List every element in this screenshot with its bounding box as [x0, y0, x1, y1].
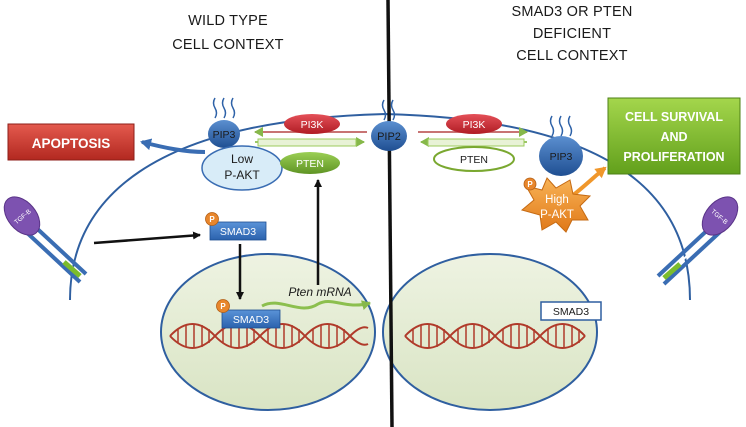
survival-box: CELL SURVIVAL AND PROLIFERATION — [607, 97, 741, 175]
pten-right-label: PTEN — [460, 154, 488, 166]
pten-left: PTEN — [280, 152, 340, 174]
header-right-line-2: DEFICIENT — [533, 26, 611, 42]
low-pakt-line-1: Low — [231, 152, 253, 166]
pip2: PIP2 — [371, 99, 407, 151]
conversion-arrows-right — [418, 127, 528, 147]
header-deficient: SMAD3 OR PTEN DEFICIENT CELL CONTEXT — [511, 4, 632, 64]
pi3k-left: PI3K — [284, 114, 340, 134]
header-wild-type: WILD TYPE CELL CONTEXT — [172, 13, 283, 53]
pten-left-label: PTEN — [296, 158, 324, 170]
smad3-nucleus-phospho: P — [220, 302, 226, 311]
high-pakt: High P-AKT P — [520, 177, 592, 233]
apoptosis-label: APOPTOSIS — [32, 136, 111, 151]
high-pakt-phospho: P — [527, 180, 533, 189]
tgfb-receptor-left: TGF-B — [3, 196, 88, 284]
smad3-nucleus-label: SMAD3 — [233, 314, 269, 326]
low-pakt: Low P-AKT — [201, 145, 283, 191]
pip3-right-label: PIP3 — [550, 151, 573, 163]
pip3-left-label: PIP3 — [213, 129, 236, 141]
survival-label-line-1: CELL SURVIVAL — [625, 110, 723, 124]
smad3-cytoplasm-phospho: P — [209, 215, 215, 224]
conversion-arrows-left — [254, 127, 367, 147]
pten-mrna-label: Pten mRNA — [288, 285, 351, 299]
pten-right: PTEN — [433, 146, 515, 172]
arrow-to-apoptosis — [140, 138, 206, 154]
smad3-right-label: SMAD3 — [553, 306, 589, 318]
dna-right — [404, 323, 586, 349]
dna-left — [169, 323, 369, 349]
apoptosis-box: APOPTOSIS — [7, 123, 135, 161]
pi3k-right-label: PI3K — [463, 119, 486, 131]
header-left-line-1: WILD TYPE — [188, 13, 268, 29]
smad3-cytoplasm: SMAD3 P — [205, 212, 267, 241]
tgfb-receptor-right: TGF-B — [656, 196, 739, 286]
low-pakt-line-2: P-AKT — [224, 168, 260, 182]
pi3k-left-label: PI3K — [301, 119, 324, 131]
pi3k-right: PI3K — [446, 114, 502, 134]
smad3-cytoplasm-label: SMAD3 — [220, 226, 256, 238]
smad3-right: SMAD3 — [540, 301, 602, 321]
survival-label-line-2: AND — [660, 130, 687, 144]
smad3-nucleus: SMAD3 P — [216, 299, 281, 329]
survival-label-line-3: PROLIFERATION — [623, 150, 724, 164]
pten-mrna: Pten mRNA — [261, 285, 371, 310]
center-divider — [386, 0, 394, 427]
high-pakt-line-1: High — [545, 194, 569, 206]
arrow-to-survival — [570, 166, 607, 198]
header-right-line-1: SMAD3 OR PTEN — [511, 4, 632, 20]
arrow-receptor-to-smad3 — [93, 231, 201, 245]
header-left-line-2: CELL CONTEXT — [172, 37, 283, 53]
high-pakt-line-2: P-AKT — [540, 209, 574, 221]
header-right-line-3: CELL CONTEXT — [516, 48, 627, 64]
pip3-left: PIP3 — [208, 97, 240, 148]
pip2-label: PIP2 — [377, 131, 401, 143]
pip3-right: PIP3 — [539, 115, 583, 176]
